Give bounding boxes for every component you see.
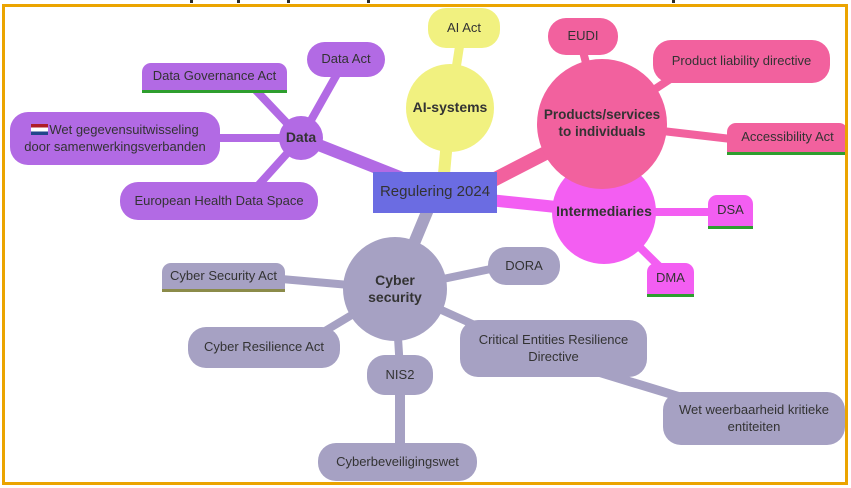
node-label: Data Governance Act [152,68,277,84]
node-label: Cyberbeveiligingswet [336,453,459,469]
node-label: DMA [656,270,685,286]
node-dora[interactable]: DORA [488,247,560,285]
branch-cyber-security-circle[interactable]: Cyber security [343,237,447,341]
branch-label: Products/services to individuals [543,107,661,139]
branch-data-circle[interactable]: Data [279,116,323,160]
node-eudi[interactable]: EUDI [548,18,618,55]
cropped-text-fragment [367,0,370,3]
cropped-text-fragment [287,0,290,3]
node-label: Product liability directive [671,53,812,69]
cropped-text-fragment [190,0,193,3]
node-label: DSA [717,202,744,218]
node-label: Critical Entities Resilience Directive [478,332,629,364]
branch-products-services-circle[interactable]: Products/services to individuals [537,59,667,189]
node-label: EUDI [567,28,599,44]
node-cyber-security-act[interactable]: Cyber Security Act [162,263,285,292]
node-product-liability-directive[interactable]: Product liability directive [653,40,830,83]
branch-label: Cyber security [368,271,422,306]
node-label: Cyber Security Act [170,267,277,283]
node-cyberbeveiligingswet[interactable]: Cyberbeveiligingswet [318,443,477,481]
node-label: Accessibility Act [741,129,834,145]
node-label: Wet gegevensuitwisseling door samenwerki… [24,122,206,154]
node-wet-weerbaarheid-kritieke-entiteiten[interactable]: Wet weerbaarheid kritieke entiteiten [663,392,845,445]
node-accessibility-act[interactable]: Accessibility Act [727,123,848,155]
node-nis2[interactable]: NIS2 [367,355,433,395]
branch-label: Intermediaries [556,203,652,220]
center-topic-label: Regulering 2024 [379,183,491,201]
center-topic-node[interactable]: Regulering 2024 [373,172,497,213]
node-data-act[interactable]: Data Act [307,42,385,77]
cropped-text-fragment [237,0,240,3]
node-label-wrap: Wet gegevensuitwisseling door samenwerki… [20,122,210,155]
node-label: Wet weerbaarheid kritieke entiteiten [678,402,830,434]
node-european-health-data-space[interactable]: European Health Data Space [120,182,318,220]
node-label: DORA [505,257,543,273]
cropped-text-fragment [672,0,675,3]
node-wet-gegevensuitwisseling[interactable]: Wet gegevensuitwisseling door samenwerki… [10,112,220,165]
node-dma[interactable]: DMA [647,263,694,297]
node-ai-act[interactable]: AI Act [428,8,500,48]
node-data-governance-act[interactable]: Data Governance Act [142,63,287,93]
node-dsa[interactable]: DSA [708,195,753,229]
netherlands-flag-icon [31,124,49,136]
node-label: European Health Data Space [134,192,304,208]
branch-label: Data [285,129,317,146]
node-label: AI Act [447,19,481,35]
node-label: NIS2 [385,366,415,382]
node-label: Cyber Resilience Act [204,339,324,355]
branch-label: AI-systems [412,99,488,116]
node-cyber-resilience-act[interactable]: Cyber Resilience Act [188,327,340,368]
branch-ai-systems-circle[interactable]: AI-systems [406,64,494,152]
node-label: Data Act [321,51,371,67]
node-critical-entities-resilience-directive[interactable]: Critical Entities Resilience Directive [460,320,647,377]
